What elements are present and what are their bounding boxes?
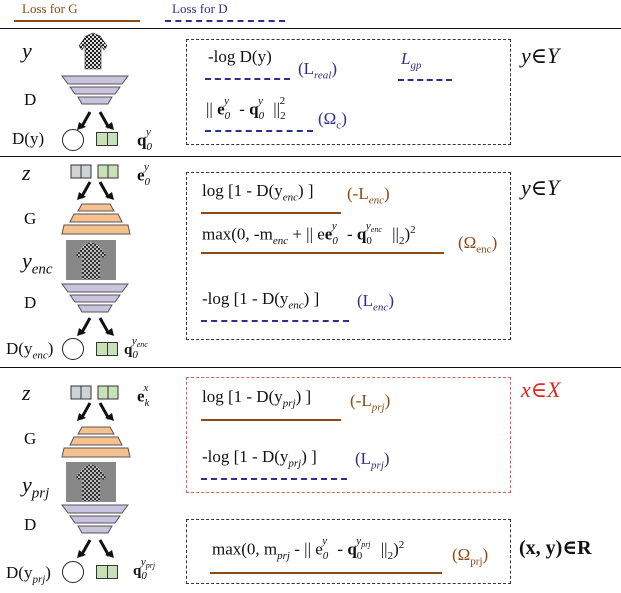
generator-network-3 [60,425,132,461]
underline-enc-3 [201,320,349,322]
underline-gp [398,79,452,81]
name-real: (Lreal) [298,59,338,82]
underline-omega-c [205,130,313,132]
symbol-z-2: z [22,160,31,185]
label-G-3: G [24,429,37,448]
name-omega-c: (Ωc) [318,109,347,132]
separator-2 [0,367,621,368]
label-Dy: D(y) [12,129,45,148]
legend-d-line [165,20,285,22]
name-enc-1: (-Lenc) [347,184,390,207]
legend-g-label: Loss for G [22,1,78,16]
discriminator-network-1 [60,74,132,112]
underline-prj-1 [201,419,341,421]
label-Dyprj: D(yprj) [6,563,51,586]
underline-real [205,78,290,80]
name-prj-3: (Ωprj) [452,545,489,568]
label-D-3: D [24,515,37,534]
code-box-3 [96,565,118,579]
eq-enc-1: log [1 - D(yenc) ] [202,181,314,204]
separator-top [0,28,621,29]
loss-box-1 [186,39,511,145]
symbol-z-3: z [22,380,31,405]
latent-boxes-2 [70,164,122,180]
circle-output-1 [62,129,84,151]
eq-enc-2: max(0, -menc + || ee0y - q0yenc ||2)2 [202,220,416,248]
name-enc-3: (Lenc) [357,291,394,314]
generator-network-2 [60,202,132,238]
domain-x-3: x∈X [521,377,561,402]
circle-output-3 [62,561,84,583]
name-prj-1: (-Lprj) [350,391,391,414]
underline-enc-1 [201,212,341,214]
shirt-image-gen-2 [66,240,116,280]
e0y-2: e0y [137,161,151,189]
arrows-3b [76,538,116,560]
symbol-yenc: yenc [22,248,53,278]
loss-box-3a [186,377,511,493]
arrows-3a [76,401,116,423]
symbol-y: y [22,38,32,63]
legend-g-line [14,20,140,22]
circle-output-2 [62,338,84,360]
shirt-image-gen-3 [66,462,116,502]
eq-prj-1: log [1 - D(yprj) ] [202,387,312,410]
name-enc-2: (Ωenc) [458,233,498,256]
shirt-image [78,32,108,70]
domain-y-1: y∈Y [521,43,560,68]
code-box-1 [96,132,118,146]
name-prj-2: (Lprj) [355,449,390,472]
q0y-enc: q0yenc [124,335,148,361]
separator-1 [0,156,621,157]
arrows-2b [76,316,116,338]
eq-prj-3: max(0, mprj - || e0y - q0yprj ||2)2 [212,535,405,563]
q0y-1: q0y [137,126,152,154]
arrows-1 [76,110,116,132]
underline-prj-2 [201,478,347,480]
legend-d-label: Loss for D [172,1,228,16]
label-D-1: D [24,90,37,109]
eq-enc-3: -log [1 - D(yenc) ] [202,289,320,312]
q0y-prj: q0yprj [133,556,156,582]
discriminator-network-3 [60,503,132,541]
underline-prj-3 [210,572,442,574]
ekx-3: ekx [137,382,150,410]
latent-boxes-3 [70,385,122,401]
domain-y-2: y∈Y [521,175,560,200]
eq-prj-2: -log [1 - D(yprj) ] [202,447,317,470]
label-Dyenc: D(yenc) [6,339,54,362]
label-D-2: D [24,293,37,312]
loss-box-2 [186,172,511,340]
label-G-2: G [24,209,37,228]
eq-omega-c: || e0y - q0y ||22 [206,95,286,123]
domain-xy-3: (x, y)∈R [519,537,592,559]
underline-enc-2 [201,252,444,254]
code-box-2 [96,342,118,356]
name-gp: Lgp [401,49,422,72]
arrows-2a [76,180,116,202]
eq-real: -log D(y) [208,47,272,66]
discriminator-network-2 [60,282,132,320]
symbol-yprj: yprj [22,472,50,502]
loss-box-3b [186,519,511,584]
